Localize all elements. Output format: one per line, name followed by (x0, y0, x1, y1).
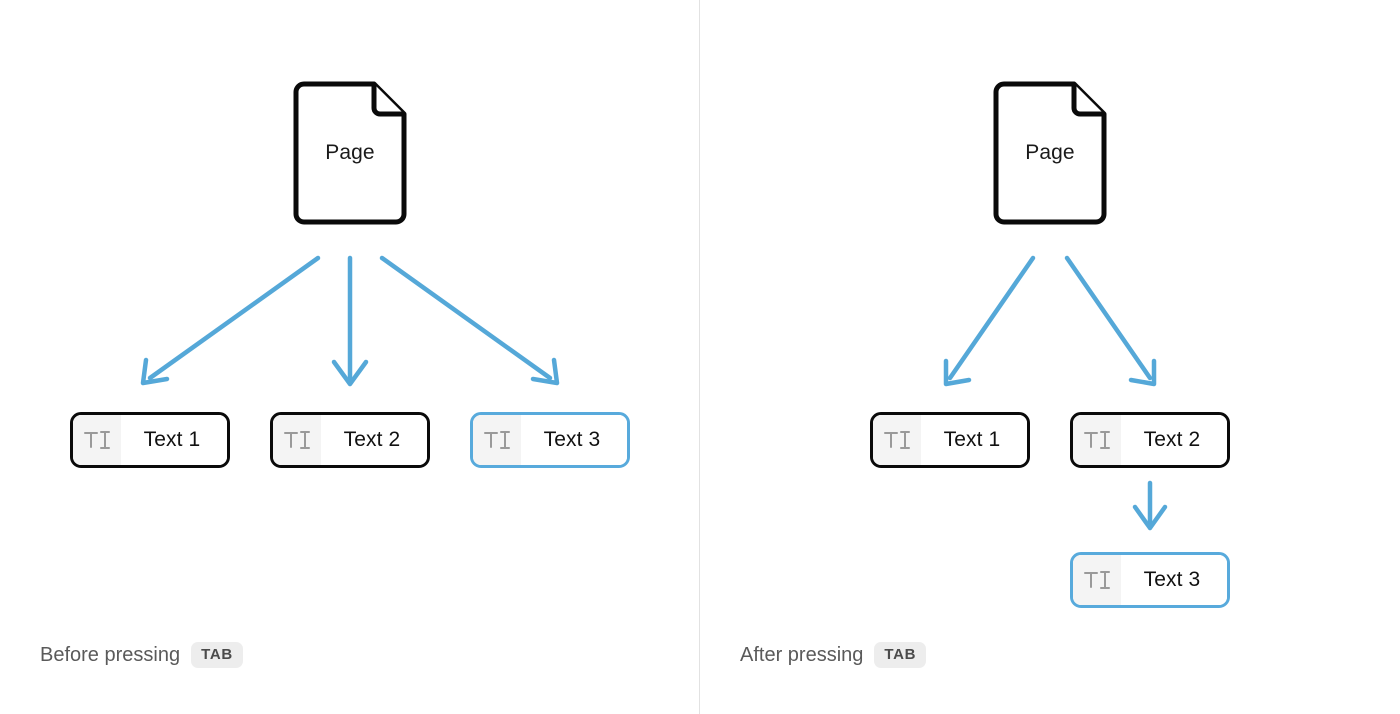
page-label: Page (1025, 141, 1075, 164)
text-field-label: Text 1 (121, 415, 227, 465)
page-document-icon (993, 81, 1107, 225)
text-field-node-1[interactable]: Text 1 (870, 412, 1030, 468)
text-field-icon (473, 415, 521, 465)
text-field-node-3[interactable]: Text 3 (1070, 552, 1230, 608)
text-field-icon (1073, 415, 1121, 465)
panel-divider (699, 0, 700, 714)
text-field-node-1[interactable]: Text 1 (70, 412, 230, 468)
key-badge-tab: TAB (874, 642, 927, 668)
text-field-label: Text 1 (921, 415, 1027, 465)
key-badge-tab: TAB (191, 642, 243, 668)
text-field-label: Text 2 (321, 415, 427, 465)
text-field-node-2[interactable]: Text 2 (270, 412, 430, 468)
caption-after: After pressing TAB (740, 642, 927, 668)
text-field-label: Text 3 (1121, 555, 1227, 605)
text-field-node-2[interactable]: Text 2 (1070, 412, 1230, 468)
text-field-icon (1073, 555, 1121, 605)
arrow-page-to-text3 (379, 255, 553, 381)
panel-before-tab: Page Text 1 (0, 0, 699, 714)
arrow-page-to-text2 (1064, 255, 1153, 381)
page-document-icon (293, 81, 407, 225)
caption-before: Before pressing TAB (40, 642, 243, 668)
page-node[interactable]: Page (290, 78, 410, 228)
text-field-label: Text 3 (521, 415, 627, 465)
page-node[interactable]: Page (990, 78, 1110, 228)
text-field-icon (873, 415, 921, 465)
arrow-page-to-text1 (147, 255, 321, 381)
panel-after-tab: Page Text 1 (700, 0, 1400, 714)
text-field-node-3[interactable]: Text 3 (470, 412, 630, 468)
caption-text: Before pressing (40, 643, 181, 666)
caption-text: After pressing (740, 643, 864, 666)
text-field-icon (273, 415, 321, 465)
page-label: Page (325, 141, 375, 164)
arrow-page-to-text1 (947, 255, 1036, 381)
text-field-label: Text 2 (1121, 415, 1227, 465)
text-field-icon (73, 415, 121, 465)
